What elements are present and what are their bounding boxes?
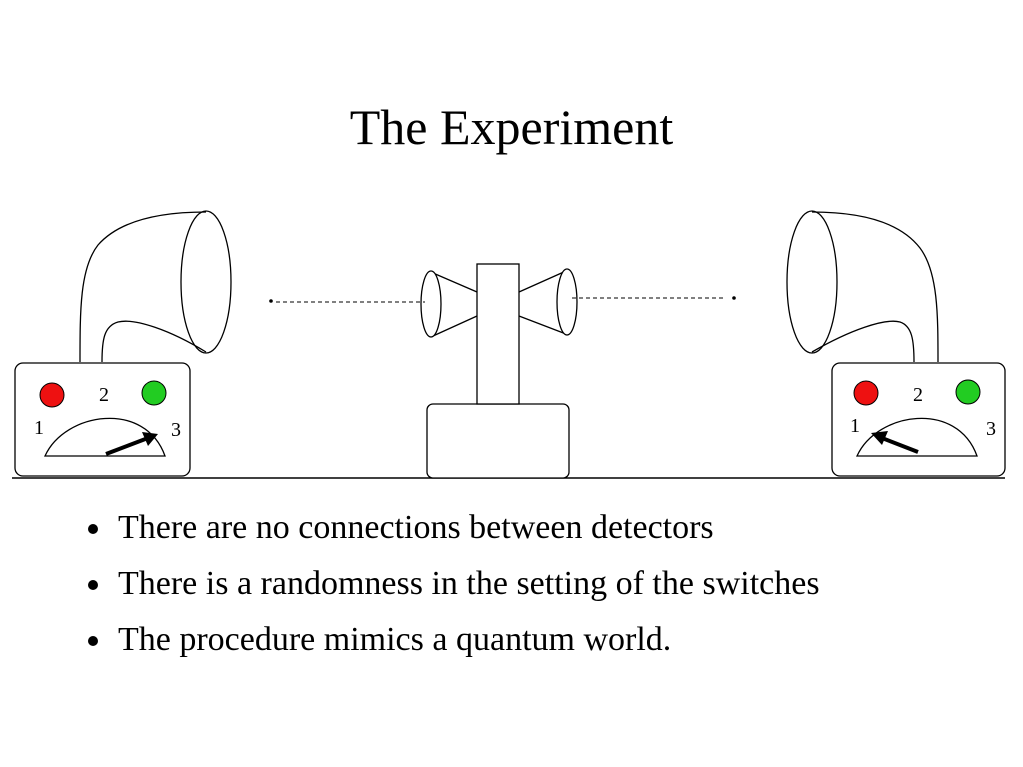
right-dial (855, 417, 978, 457)
right-dial-label-1: 1 (850, 415, 860, 437)
left-dial-needle (105, 436, 149, 456)
slide-title: The Experiment (349, 99, 674, 155)
left-dial-label-2: 2 (99, 384, 109, 406)
left-red-light (39, 382, 65, 408)
left-green-light (141, 380, 167, 406)
bullet-dot (88, 580, 98, 590)
left-dial-label-3: 3 (171, 419, 181, 441)
bullet-item: The procedure mimics a quantum world. (80, 620, 940, 660)
bullet-text: The procedure mimics a quantum world. (118, 621, 672, 658)
right-horn (786, 210, 939, 363)
source-left-lens (420, 270, 442, 338)
left-horn (79, 210, 232, 363)
right-dial-label-3: 3 (986, 418, 996, 440)
left-particle (269, 299, 273, 303)
right-particle (732, 296, 736, 300)
source-right-lens (556, 268, 578, 336)
source-column (476, 263, 520, 405)
left-needle-arrowhead (142, 432, 158, 446)
bullet-item: There is a randomness in the setting of … (80, 564, 940, 604)
central-source (420, 263, 578, 479)
experiment-diagram: 1 2 3 1 2 3 (12, 210, 1006, 479)
source-base (426, 403, 570, 479)
right-detector: 1 2 3 (831, 362, 1006, 477)
right-red-light (853, 380, 879, 406)
left-dial (43, 417, 166, 457)
bullet-dot (88, 524, 98, 534)
right-dial-label-2: 2 (913, 384, 923, 406)
right-green-light (955, 379, 981, 405)
left-dial-label-1: 1 (34, 417, 44, 439)
right-dial-needle (881, 436, 919, 454)
source-left-emitter (432, 272, 478, 337)
bullet-text: There is a randomness in the setting of … (118, 565, 820, 602)
right-needle-arrowhead (871, 431, 888, 445)
bullet-item: There are no connections between detecto… (80, 508, 940, 548)
left-detector: 1 2 3 (14, 362, 191, 477)
source-right-emitter (518, 270, 567, 335)
bullet-list: There are no connections between detecto… (80, 508, 940, 676)
bullet-text: There are no connections between detecto… (118, 509, 714, 546)
bullet-dot (88, 636, 98, 646)
